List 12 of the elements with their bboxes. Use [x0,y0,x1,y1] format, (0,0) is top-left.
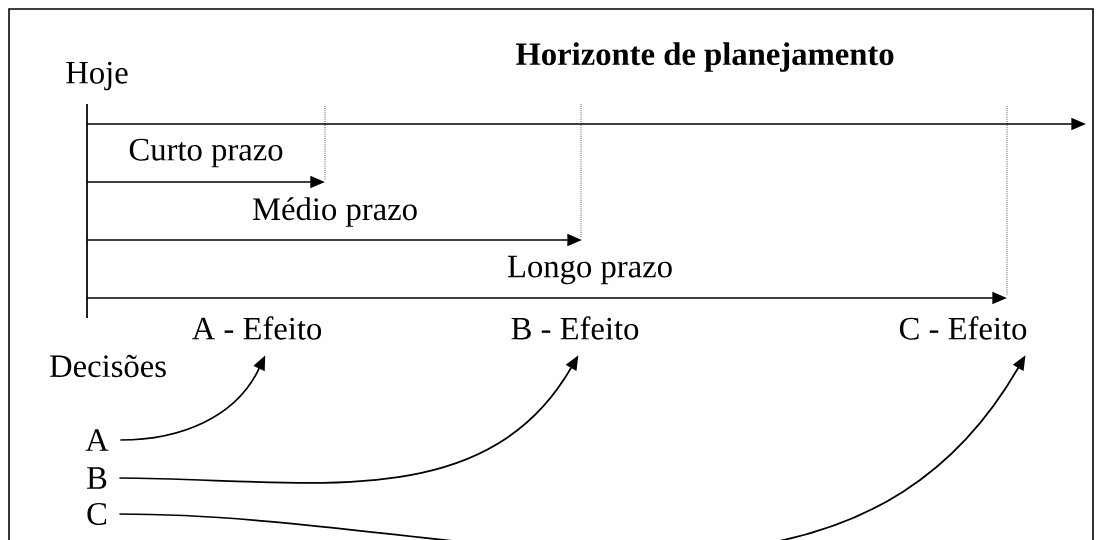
node-text: B - Efeito [511,316,639,340]
label: Curto prazo [129,138,283,168]
label: Médio prazo [252,197,417,227]
label: Longo prazo [507,255,672,285]
node-text: B [87,467,107,489]
title: Horizonte de planejamento [515,42,894,72]
node-text: C - Efeito [899,316,1027,340]
node-text: A [85,429,109,451]
node-text: A - Efeito [192,316,322,340]
label: Decisões [50,354,166,378]
label: Hoje [66,61,128,91]
node-text: C [87,503,107,525]
